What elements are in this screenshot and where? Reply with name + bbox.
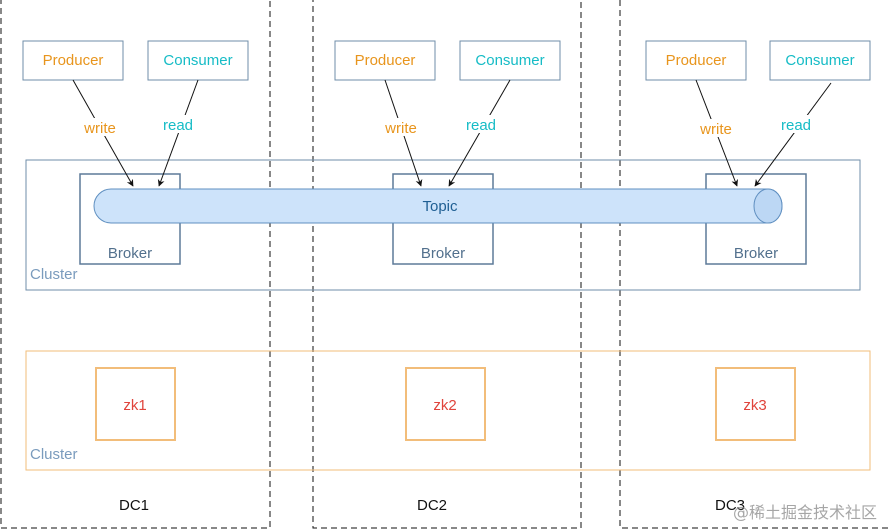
zk3-box (715, 367, 796, 441)
zk1-label: zk1 (123, 397, 146, 414)
dc1-label: DC1 (119, 497, 149, 514)
producer-3-box (645, 40, 747, 81)
producer-3-label: Producer (666, 52, 727, 69)
consumer-3-box (769, 40, 871, 81)
write-label-1: write (83, 120, 116, 137)
read-label-2: read (466, 117, 496, 134)
kafka-cluster-box (25, 159, 861, 291)
zk2-box (405, 367, 486, 441)
topic-label: Topic (422, 198, 458, 215)
zk3-label: zk3 (743, 397, 766, 414)
broker-2-label: Broker (421, 245, 465, 262)
consumers: Consumer Consumer Consumer (147, 40, 871, 81)
zookeeper-nodes: zk1 zk2 zk3 (95, 367, 796, 441)
datacenter-labels: DC1 DC2 DC3 (119, 497, 745, 514)
broker-3-label: Broker (734, 245, 778, 262)
zk1-box (95, 367, 176, 441)
producers: Producer Producer Producer (22, 40, 747, 81)
producer-2-box (334, 40, 436, 81)
kafka-cluster-label: Cluster (30, 266, 78, 283)
zk2-label: zk2 (433, 397, 456, 414)
consumer-1-label: Consumer (163, 52, 232, 69)
dc2-boundary (312, 0, 582, 529)
dc1-boundary (0, 0, 271, 529)
read-label-3: read (781, 117, 811, 134)
consumer-1-box (147, 40, 249, 81)
write-label-3: write (699, 121, 732, 138)
consumer-2-label: Consumer (475, 52, 544, 69)
topic-cylinder: Topic (93, 188, 783, 224)
producer-2-label: Producer (355, 52, 416, 69)
topic-end-cap (753, 188, 783, 224)
producer-1-label: Producer (43, 52, 104, 69)
dc2-label: DC2 (417, 497, 447, 514)
dc3-label: DC3 (715, 497, 745, 514)
watermark-text: @稀土掘金技术社区 (732, 503, 877, 522)
zk-cluster-box (25, 350, 871, 471)
write-label-2: write (384, 120, 417, 137)
read-arrow-3 (754, 82, 832, 187)
zk-cluster-label: Cluster (30, 446, 78, 463)
producer-1-box (22, 40, 124, 81)
consumer-3-label: Consumer (785, 52, 854, 69)
read-label-1: read (163, 117, 193, 134)
arrow-labels: write write write read read read (80, 115, 814, 138)
broker-1-label: Broker (108, 245, 152, 262)
